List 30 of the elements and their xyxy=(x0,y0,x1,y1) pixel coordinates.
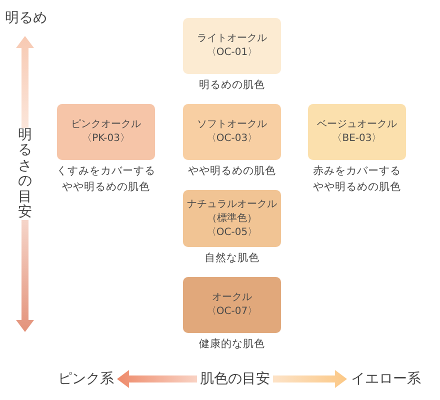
shade-name: ナチュラルオークル xyxy=(187,198,277,212)
shade-name: ライトオークル xyxy=(197,32,267,46)
shade-name: ピンクオークル xyxy=(71,118,141,132)
shade-card xyxy=(308,104,406,160)
shade-name: オークル xyxy=(212,291,252,305)
shade-description: 明るめの肌色 xyxy=(198,78,266,93)
shade-code: 〈OC-01〉 xyxy=(206,46,258,60)
shade-description: やや明るめの肌色 xyxy=(187,164,277,179)
axis-title: 明るさの目安 xyxy=(18,128,32,220)
shade-card xyxy=(183,277,281,333)
shade-description: 自然な肌色 xyxy=(204,251,260,266)
shade-card xyxy=(183,18,281,74)
shade-card xyxy=(183,104,281,160)
shade-card xyxy=(183,190,281,247)
shade-name: ソフトオークル xyxy=(197,118,267,132)
axis-title: 肌色の目安 xyxy=(197,370,273,388)
shade-description: 赤みをカバーするやや明るめの肌色 xyxy=(312,164,402,195)
axis-end-label: ピンク系 xyxy=(58,370,114,388)
shade-code: 〈BE-03〉 xyxy=(332,132,382,146)
shade-code: 〈OC-07〉 xyxy=(206,305,258,319)
axis-end-label: イエロー系 xyxy=(351,370,421,388)
shade-note: （標準色） xyxy=(207,212,257,226)
shade-description: 健康的な肌色 xyxy=(198,337,266,352)
shade-description: くすみをカバーするやや明るめの肌色 xyxy=(56,164,156,195)
shade-card xyxy=(57,104,155,160)
shade-name: ベージュオークル xyxy=(317,118,397,132)
shade-code: 〈PK-03〉 xyxy=(82,132,130,146)
shade-code: 〈OC-03〉 xyxy=(206,132,258,146)
shade-code: 〈OC-05〉 xyxy=(206,226,258,240)
axis-end-label: 明るめ xyxy=(5,9,47,27)
